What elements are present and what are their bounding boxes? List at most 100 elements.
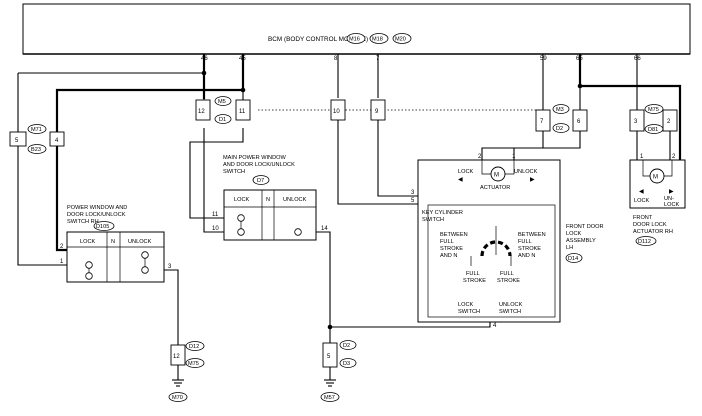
d1-label: D1 [219, 117, 226, 123]
main-switch-connector: D7 [257, 178, 264, 184]
m75b-label: M75 [188, 361, 199, 367]
bcm-pin-labels: 46 45 8 7 59 65 66 [201, 56, 641, 62]
m5-pin-right: 11 [239, 109, 246, 115]
key-switch-title-2: SWITCH [422, 217, 444, 223]
main-switch-title-3: SWITCH [223, 169, 245, 175]
ground-connector-center: 5 D2 D3 [322, 340, 357, 368]
connector-m71: 5 4 M71 B23 [9, 124, 65, 154]
lock-lh-title-1: FRONT DOOR [566, 224, 604, 230]
connector-m5: 12 11 M5 D1 [195, 96, 251, 124]
rh-switch-lock: LOCK [80, 239, 96, 245]
rh-switch-n: N [111, 239, 115, 245]
m71-pin: 5 [15, 138, 19, 144]
lock-lh-title-2: LOCK [566, 231, 582, 237]
gnd-d2-label: D2 [343, 343, 350, 349]
key-left-text-1: BETWEEN [440, 232, 468, 238]
m3-pin-right: 6 [577, 119, 581, 125]
unlock-switch-2: SWITCH [499, 309, 521, 315]
bcm-connector-2: M18 [372, 37, 383, 43]
m3-label: M3 [556, 107, 564, 113]
key-full-stroke-l-2: STROKE [463, 278, 486, 284]
lock-lh-lock: LOCK [458, 169, 474, 175]
lock-lh-motor: M [494, 173, 499, 179]
lock-lh-pin-5: 5 [411, 198, 415, 204]
ground-right-label: M57 [324, 395, 335, 401]
main-switch-title-1: MAIN POWER WINDOW [223, 155, 286, 161]
lock-lh-left-arrow: ◀ [458, 177, 463, 183]
act-rh-unlock-1: UN- [664, 196, 674, 202]
m75-pin-right: 2 [667, 119, 671, 125]
act-rh-unlock-2: LOCK [664, 202, 680, 208]
lock-lh-actuator: ACTUATOR [480, 185, 510, 191]
connector-m75: 3 2 M75 D81 [629, 104, 678, 134]
key-right-text-3: STROKE [518, 246, 541, 252]
b23-label: B23 [31, 147, 41, 153]
m75-pin-left: 3 [634, 119, 638, 125]
act-rh-right-arrow: ▶ [669, 189, 674, 195]
lock-switch-2: SWITCH [458, 309, 480, 315]
d2-label: D2 [556, 126, 563, 132]
key-switch-title-1: KEY CYLINDER [422, 210, 463, 216]
key-right-text-1: BETWEEN [518, 232, 546, 238]
ground-right-icon: M57 [320, 379, 340, 402]
rh-switch-pin-1: 1 [60, 259, 64, 265]
rh-switch-unlock: UNLOCK [128, 239, 152, 245]
bcm-module: BCM (BODY CONTROL MODULE) M16 M18 M20 [22, 3, 691, 55]
rh-window-switch: POWER WINDOW AND DOOR LOCK/UNLOCK SWITCH… [60, 205, 172, 283]
m5-label: M5 [218, 99, 226, 105]
lock-lh-pin-3: 3 [411, 190, 415, 196]
bcm-connector-3: M20 [395, 37, 406, 43]
lock-lh-pin-1: 1 [512, 154, 516, 160]
lock-lh-title-3: ASSEMBLY [566, 238, 596, 244]
lock-lh-title-4: LH [566, 245, 573, 251]
bcm-pin-59: 59 [540, 56, 547, 62]
act-rh-title-3: ACTUATOR RH [633, 229, 673, 235]
lock-lh-connector: D14 [568, 256, 578, 262]
key-full-stroke-r-2: STROKE [497, 278, 520, 284]
main-power-window-switch: MAIN POWER WINDOW AND DOOR LOCK/UNLOCK S… [212, 155, 328, 241]
act-rh-title-1: FRONT [633, 215, 653, 221]
b23-pin: 4 [55, 138, 59, 144]
rh-switch-connector: D105 [96, 224, 109, 230]
bcm-title: BCM (BODY CONTROL MODULE) [268, 36, 368, 43]
main-switch-pin-14: 14 [321, 226, 328, 232]
lock-switch-1: LOCK [458, 302, 474, 308]
gnd-d3-label: D3 [343, 361, 350, 367]
m71-label: M71 [31, 127, 42, 133]
key-right-text-4: AND N [518, 253, 535, 259]
d12-pin: 12 [173, 354, 180, 360]
mid-pin-right: 9 [375, 109, 379, 115]
bcm-pin-66: 66 [634, 56, 641, 62]
mid-pin-left: 10 [333, 109, 340, 115]
rh-switch-pin-2: 2 [60, 244, 64, 250]
key-right-text-2: FULL [518, 239, 532, 245]
bcm-pin-8: 8 [334, 56, 338, 62]
gnd-pin: 5 [327, 354, 331, 360]
d81-label: D81 [648, 127, 658, 133]
ground-left-icon: M70 [168, 379, 188, 402]
key-full-stroke-r-1: FULL [500, 271, 514, 277]
lock-lh-unlock: UNLOCK [514, 169, 538, 175]
lock-lh-right-arrow: ▶ [530, 177, 535, 183]
main-switch-n: N [266, 197, 270, 203]
lock-lh-pin-4: 4 [493, 323, 497, 329]
splice-dots [201, 70, 583, 330]
m75-label: M75 [648, 107, 659, 113]
ground-left-label: M70 [172, 395, 183, 401]
main-switch-pin-11: 11 [212, 212, 219, 218]
act-rh-title-2: DOOR LOCK [633, 222, 667, 228]
act-rh-lock: LOCK [634, 198, 650, 204]
rh-switch-pin-3: 3 [168, 264, 172, 270]
main-switch-unlock: UNLOCK [283, 197, 307, 203]
key-full-stroke-l-1: FULL [466, 271, 480, 277]
act-rh-pin-1: 1 [640, 154, 644, 160]
m5-pin-left: 12 [198, 109, 205, 115]
rh-switch-title-1: POWER WINDOW AND [67, 205, 127, 211]
rh-switch-title-3: SWITCH RH [67, 219, 99, 225]
front-actuator-rh: 1 2 M ◀ ▶ LOCK UN- LOCK FRONT DOOR LOCK … [629, 154, 686, 246]
key-left-text-4: AND N [440, 253, 457, 259]
main-switch-lock: LOCK [234, 197, 250, 203]
d12-label: D12 [189, 344, 199, 350]
m3-pin-left: 7 [540, 119, 544, 125]
